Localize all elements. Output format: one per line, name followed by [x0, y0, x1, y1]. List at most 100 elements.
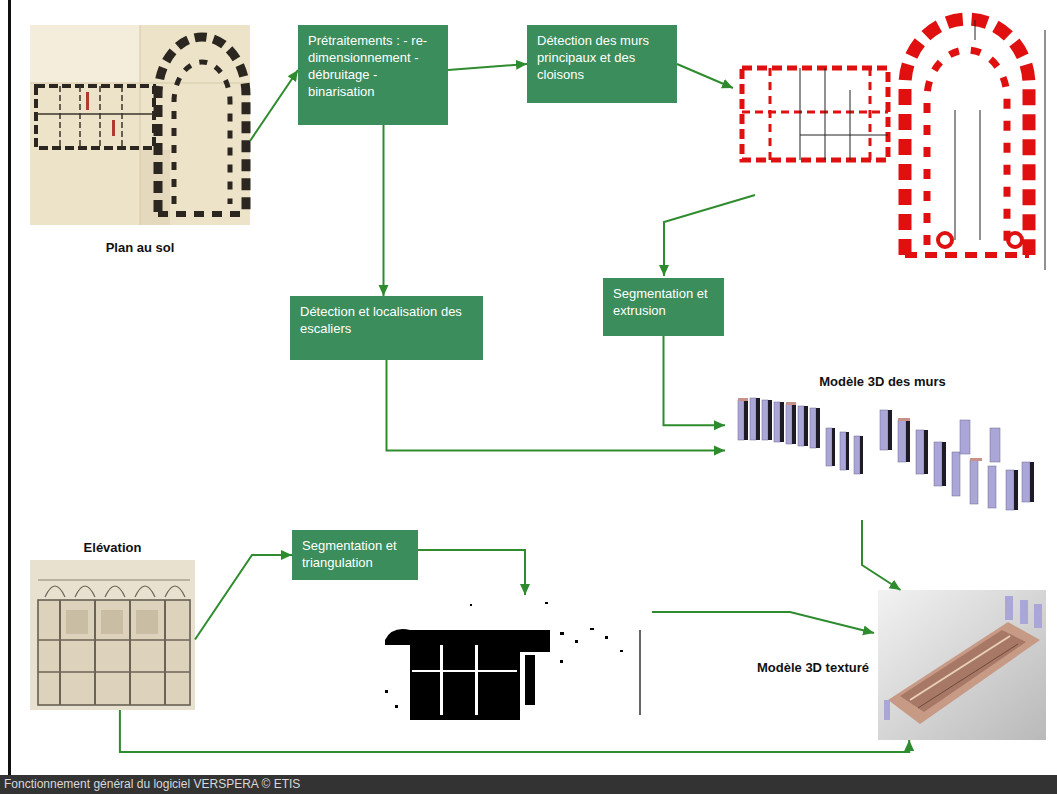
walls-3d-picture-part-part: [988, 466, 996, 508]
box-label: Segmentation et triangulation: [302, 538, 408, 572]
walls-3d-picture-part-part: [898, 418, 910, 421]
elevation-picture-part: [129, 600, 131, 705]
floor-plan-picture-part: [30, 25, 140, 83]
elevation-picture-part: [38, 580, 190, 581]
walls-3d-picture-part-part: [934, 442, 942, 486]
walls-detected-picture-part: [742, 111, 888, 114]
elevation-picture-part: [164, 600, 166, 705]
walls-3d-picture-part-part: [826, 428, 832, 466]
flow-arrow: [387, 360, 726, 450]
walls-detected-picture-part: [850, 90, 851, 160]
binarised-elevation-picture: [385, 602, 640, 720]
walls-3d-picture-part-part: [970, 458, 982, 461]
frame-line: [8, 0, 11, 775]
walls-detected-picture-part: [955, 110, 956, 240]
walls-3d-picture-part-part: [970, 460, 978, 504]
flow-arrows: [418, 64, 874, 633]
picture-frame: Modèle 3D des murs: [725, 372, 1040, 520]
binarised-elevation-picture-part-part: [560, 632, 564, 635]
walls-detected-picture-part: [938, 233, 952, 247]
picture-caption: Elévation: [84, 540, 142, 555]
walls-3d-picture-part-part: [738, 398, 748, 401]
flow-arrows-part: [664, 195, 755, 276]
elevation-picture: [30, 560, 195, 710]
picture-caption: Plan au sol: [106, 240, 175, 255]
walls-3d-picture-part: [744, 398, 1034, 510]
walls-detected-picture-part: [980, 110, 981, 240]
textured-3d-picture-part: [1034, 604, 1042, 628]
floor-plan-picture-part: [86, 92, 89, 110]
walls-detected-picture-part: [1008, 233, 1022, 247]
caption-bar: Fonctionnement général du logiciel VERSP…: [0, 775, 1057, 794]
walls-3d-picture-part-part: [750, 398, 756, 440]
floor-plan-picture-part: [30, 25, 250, 225]
elevation-picture-part: [94, 600, 96, 705]
binarised-elevation-picture-part-part: [545, 602, 548, 604]
binarised-elevation-picture-part-part: [560, 660, 563, 663]
binarised-elevation-picture-part: [475, 645, 478, 715]
walls-3d-picture-part-part: [880, 410, 888, 450]
elevation-picture-part: [101, 610, 123, 634]
walls-3d-picture-part-part: [1030, 462, 1034, 502]
process-box: Détection et localisation des escaliers: [290, 296, 483, 360]
picture-frame: Modèle 3D texturé: [755, 590, 1046, 740]
process-box: Détection des murs principaux et des clo…: [527, 25, 677, 103]
flow-arrows-part: [677, 64, 733, 88]
walls-3d-picture-part-part: [1006, 470, 1014, 510]
binarised-elevation-picture-part-part: [385, 690, 388, 693]
flow-arrows-part: [652, 612, 874, 633]
walls-detected-picture-part: [1045, 30, 1046, 270]
binarised-elevation-picture-part: [440, 645, 443, 715]
walls-detected-picture-part: [927, 50, 1007, 245]
floor-plan-picture-part: [36, 86, 154, 148]
walls-3d-picture-part-part: [906, 420, 910, 462]
textured-3d-picture-part: [910, 636, 1010, 700]
floor-plan-picture-part: [140, 25, 141, 225]
floor-plan-picture-part: [112, 120, 115, 136]
binarised-elevation-picture-part-part: [575, 640, 578, 643]
box-label: Détection et localisation des escaliers: [300, 304, 473, 338]
walls-detected-picture-part: [825, 68, 826, 160]
walls-3d-picture-part-part: [756, 398, 760, 440]
textured-3d-picture-part: [900, 630, 1026, 712]
walls-3d-picture-part-part: [1014, 470, 1018, 510]
walls-detected-picture-part: [905, 19, 1029, 255]
walls-3d-picture-part-part: [738, 400, 744, 440]
floor-plan-picture-part: [99, 86, 101, 148]
walls-3d-picture-part-part: [1022, 462, 1030, 502]
walls-3d-picture-part-part: [854, 436, 860, 474]
floor-plan-picture: [30, 25, 250, 225]
binarised-elevation-picture-part-part: [605, 636, 608, 639]
walls-3d-picture-part-part: [846, 432, 849, 470]
floor-plan-picture-part: [59, 86, 61, 148]
elevation-picture-part: [66, 610, 88, 634]
walls-3d-picture-part-part: [768, 400, 772, 440]
walls-3d-picture-part-part: [774, 402, 780, 442]
walls-3d-picture-part-part: [786, 402, 796, 405]
process-box: Prétraitements : - re-dimensionnement - …: [298, 25, 448, 125]
binarised-elevation-picture-part-part: [470, 604, 472, 606]
binarised-elevation-picture-part-part: [590, 628, 594, 630]
floor-plan-picture-part: [174, 62, 230, 204]
walls-3d-picture-part-part: [780, 402, 784, 442]
floor-plan-picture-part: [158, 211, 246, 217]
picture-frame: Plan au sol: [30, 25, 250, 257]
walls-detected-picture-part: [742, 68, 888, 160]
walls-3d-picture-part-part: [798, 406, 804, 446]
textured-3d-picture-part: [1020, 600, 1028, 624]
binarised-elevation-picture-part: [385, 602, 623, 708]
process-box: Segmentation et triangulation: [292, 530, 418, 580]
walls-detected-picture-part: [905, 252, 1029, 258]
flow-arrow: [664, 336, 726, 425]
flow-arrows-part: [418, 550, 525, 595]
walls-3d-picture-part-part: [840, 432, 846, 470]
flow-arrow: [862, 520, 901, 590]
picture-caption: Modèle 3D texturé: [757, 660, 869, 675]
binarised-elevation-picture-part-part: [620, 650, 623, 652]
flow-arrow: [250, 70, 298, 141]
caption-text: Fonctionnement général du logiciel VERSP…: [0, 775, 1057, 794]
walls-3d-picture-part-part: [860, 436, 863, 474]
flow-arrow: [195, 555, 292, 640]
walls-3d-picture-part: [738, 398, 1030, 510]
